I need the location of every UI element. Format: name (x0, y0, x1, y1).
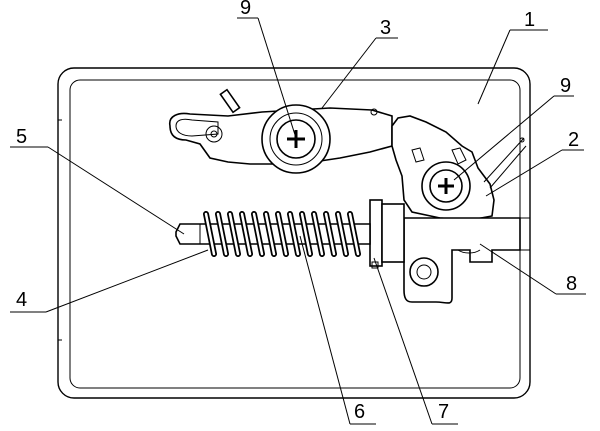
label-4: 4 (16, 289, 27, 311)
label-5: 5 (16, 126, 27, 148)
label-3: 3 (380, 17, 391, 39)
label-9-right: 9 (560, 75, 571, 97)
spring-seat (369, 199, 405, 269)
label-6: 6 (354, 401, 365, 423)
label-2: 2 (568, 129, 579, 151)
label-8: 8 (566, 273, 577, 295)
label-1: 1 (524, 9, 535, 31)
leader-lines (10, 17, 586, 425)
label-9-left: 9 (240, 0, 251, 19)
label-7: 7 (438, 401, 449, 423)
part-labels: 9 3 1 9 2 5 4 6 7 8 (16, 0, 579, 423)
slider-block (403, 217, 521, 304)
coil-spring (203, 211, 361, 257)
left-pivot-screw (261, 104, 331, 174)
right-pivot-screw (421, 161, 471, 211)
